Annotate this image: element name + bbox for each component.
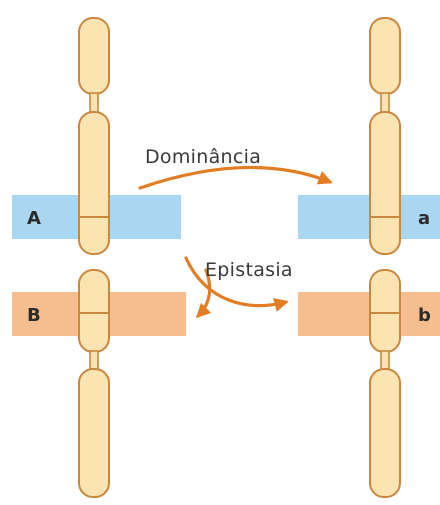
epistasis-arrow-to-b: [184, 256, 289, 312]
centromere: [89, 350, 99, 371]
chromosome-left-lower: [78, 269, 110, 498]
chromatid-arm: [78, 17, 110, 95]
chromosome-right-lower: [369, 269, 401, 498]
epistasis-label: Epistasia: [205, 259, 293, 281]
allele-label-B: B: [27, 305, 41, 326]
centromere: [380, 92, 390, 114]
chromatid-arm: [78, 111, 110, 255]
chromatid-arm: [369, 17, 401, 95]
chromatid-arm: [369, 368, 401, 498]
chromosome-left-upper: [78, 17, 110, 255]
chromatid-arm: [369, 269, 401, 353]
allele-label-b: b: [418, 305, 431, 326]
centromere: [380, 350, 390, 371]
chromatid-arm: [369, 111, 401, 255]
dominance-arrow: [138, 165, 333, 190]
dominance-label: Dominância: [145, 146, 261, 168]
centromere: [89, 92, 99, 114]
allele-label-A: A: [27, 208, 41, 229]
epistasis-arrow-to-B: [195, 268, 212, 319]
chromatid-arm: [78, 368, 110, 498]
chromatid-arm: [78, 269, 110, 353]
chromosome-right-upper: [369, 17, 401, 255]
allele-label-a: a: [418, 208, 430, 229]
